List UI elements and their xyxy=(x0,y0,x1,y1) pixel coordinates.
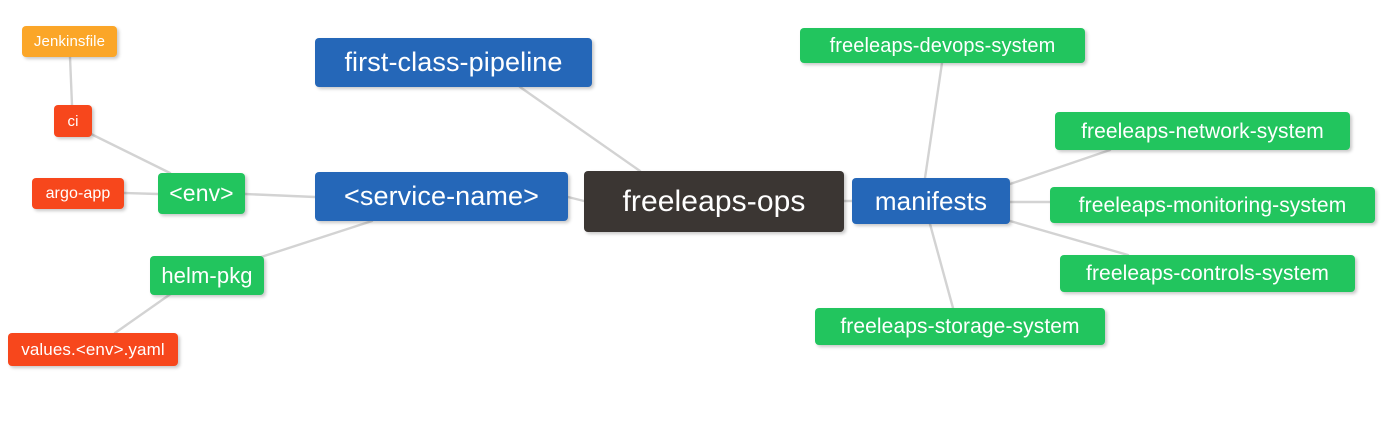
mindmap-node-freeleaps-ops[interactable]: freeleaps-ops xyxy=(584,171,844,232)
link-ci-to-env xyxy=(87,131,172,175)
mindmap-node-freeleaps-devops-system[interactable]: freeleaps-devops-system xyxy=(800,28,1085,63)
link-manifests-to-freeleaps-controls-system xyxy=(1008,219,1130,257)
link-manifests-to-freeleaps-storage-system xyxy=(928,222,955,310)
link-env-to-service-name xyxy=(243,192,317,199)
link-values-env-yaml-to-helm-pkg xyxy=(113,291,174,335)
mindmap-node-ci[interactable]: ci xyxy=(54,105,92,137)
mindmap-node-env[interactable]: <env> xyxy=(158,173,245,214)
link-first-class-pipeline-to-freeleaps-ops xyxy=(518,85,642,173)
mindmap-node-helm-pkg[interactable]: helm-pkg xyxy=(150,256,264,295)
link-argo-app-to-env xyxy=(122,191,160,196)
link-jenkinsfile-to-ci xyxy=(68,55,74,107)
link-service-name-to-freeleaps-ops xyxy=(566,195,586,203)
mindmap-node-freeleaps-monitoring-system[interactable]: freeleaps-monitoring-system xyxy=(1050,187,1375,223)
mindmap-node-first-class-pipeline[interactable]: first-class-pipeline xyxy=(315,38,592,87)
mindmap-node-jenkinsfile[interactable]: Jenkinsfile xyxy=(22,26,117,57)
mindmap-node-freeleaps-controls-system[interactable]: freeleaps-controls-system xyxy=(1060,255,1355,292)
mindmap-node-freeleaps-network-system[interactable]: freeleaps-network-system xyxy=(1055,112,1350,150)
link-manifests-to-freeleaps-devops-system xyxy=(923,61,944,180)
mindmap-node-manifests[interactable]: manifests xyxy=(852,178,1010,224)
mindmap-node-values-env-yaml[interactable]: values.<env>.yaml xyxy=(8,333,178,366)
mindmap-node-service-name[interactable]: <service-name> xyxy=(315,172,568,221)
link-manifests-to-freeleaps-network-system xyxy=(1008,148,1112,186)
mindmap-node-freeleaps-storage-system[interactable]: freeleaps-storage-system xyxy=(815,308,1105,345)
link-helm-pkg-to-service-name xyxy=(256,219,374,260)
mindmap-node-argo-app[interactable]: argo-app xyxy=(32,178,124,209)
